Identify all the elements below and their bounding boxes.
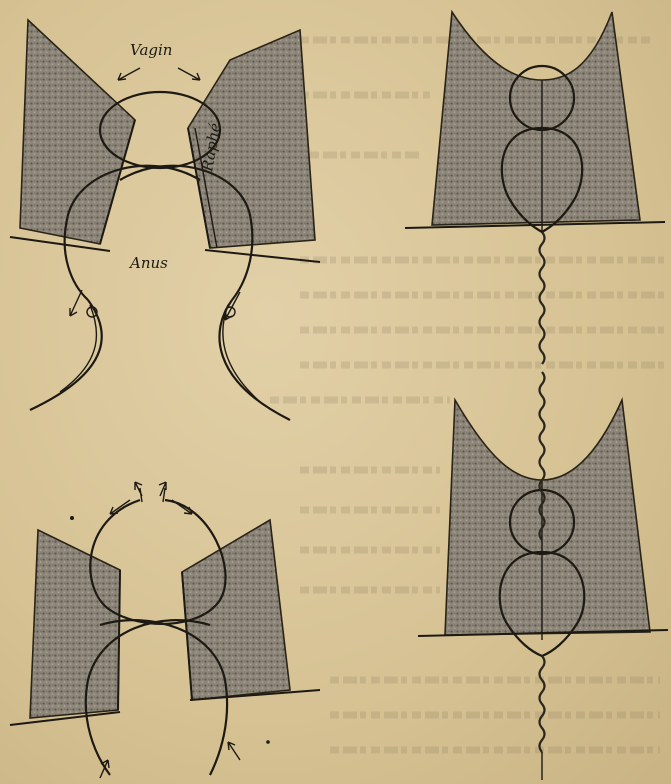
twisted-suture-ends: [540, 232, 545, 364]
label-anus: Anus: [128, 254, 168, 272]
figure-top-right: [405, 12, 665, 364]
figure-bottom-left: [10, 482, 320, 778]
arrow-icon: [178, 68, 200, 80]
perineum-tissue: [432, 12, 640, 225]
left-tissue-flap: [20, 20, 135, 244]
right-incision-line: [205, 250, 320, 262]
right-needle: [219, 300, 290, 420]
right-tissue-flap: [182, 520, 290, 700]
arrow-icon: [110, 500, 130, 514]
arrow-icon: [135, 482, 142, 496]
perineum-tissue: [445, 400, 650, 635]
suture-ends: [140, 488, 165, 502]
arrow-icon: [172, 500, 192, 514]
arrow-icon: [118, 68, 140, 80]
ink-speck: [70, 516, 74, 520]
arrow-icon: [228, 742, 240, 760]
twisted-suture-lower: [540, 656, 545, 752]
label-vagin: Vagin: [130, 41, 172, 59]
figure-top-left: Vagin Anus Raphé: [10, 20, 320, 420]
ink-speck: [266, 740, 270, 744]
figure-bottom-right: [418, 372, 668, 780]
arrow-icon: [70, 290, 82, 316]
